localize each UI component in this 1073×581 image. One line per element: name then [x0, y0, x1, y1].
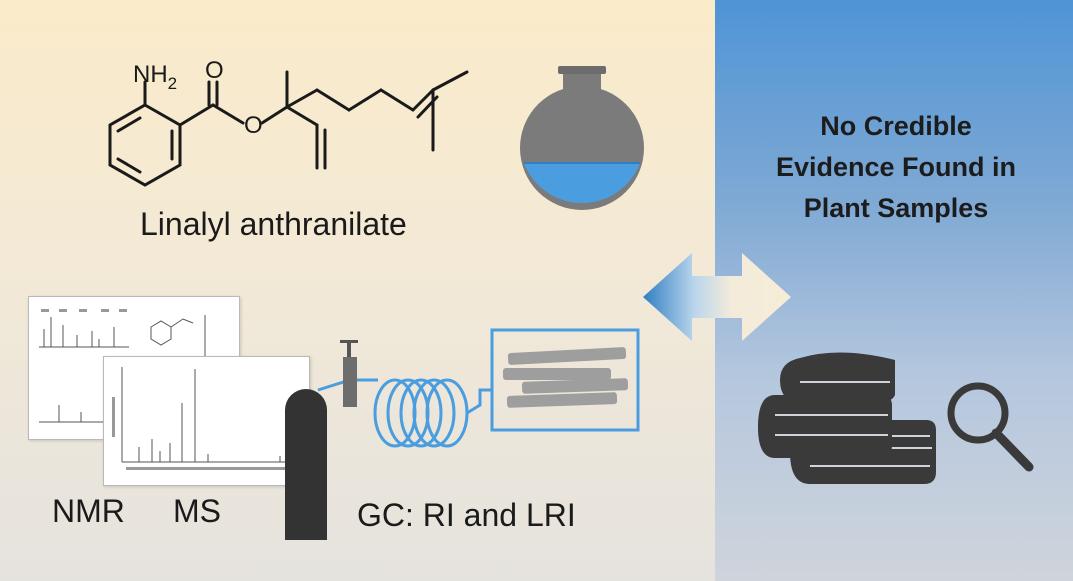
finding-line-3: Plant Samples — [803, 193, 989, 223]
compound-name: Linalyl anthranilate — [140, 206, 407, 242]
finding-line-1: No Credible — [820, 111, 972, 141]
ms-spectrum-plot — [112, 367, 299, 470]
amine-label: NH2 — [133, 61, 177, 93]
syringe-icon — [340, 340, 358, 407]
magnifier-icon — [947, 382, 1034, 472]
gc-oven-icon — [490, 328, 640, 432]
ester-oxygen-label: O — [244, 112, 263, 139]
double-arrow-icon — [643, 253, 791, 341]
carbonyl-oxygen-label: O — [205, 57, 224, 84]
gc-label: GC: RI and LRI — [357, 497, 576, 533]
ms-label: MS — [173, 493, 221, 529]
round-bottom-flask-icon — [520, 66, 644, 210]
nmr-label: NMR — [52, 493, 125, 529]
books-icon — [758, 352, 936, 484]
chemical-structure — [108, 70, 469, 187]
finding-line-2: Evidence Found in — [775, 152, 1017, 182]
finding-statement: No Credible Evidence Found in Plant Samp… — [740, 106, 1052, 229]
gas-cylinder-icon — [285, 389, 327, 540]
gc-column-coil — [373, 378, 492, 448]
